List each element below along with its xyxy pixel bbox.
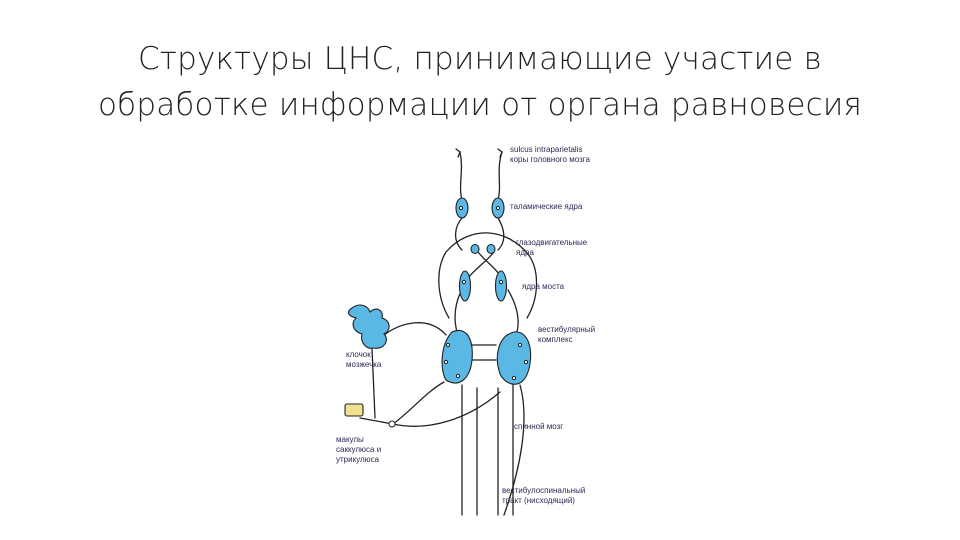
label-thalamic: таламические ядра [510, 202, 583, 211]
synapse [512, 376, 515, 379]
label-flocculus-1: клочок [346, 350, 371, 359]
synapse [496, 206, 499, 209]
maculae-afferent [360, 382, 444, 424]
synapse [462, 280, 465, 283]
label-vestibular-2: комплекс [538, 335, 573, 344]
synapse [389, 421, 395, 427]
label-flocculus-2: мозжечка [346, 360, 382, 369]
oculomotor-nucleus-left [471, 245, 479, 254]
flocculus-cerebellum [349, 305, 390, 348]
label-tract-2: тракт (нисходящий) [502, 496, 575, 505]
label-cortex-2: коры головного мозга [510, 155, 590, 164]
label-maculae-1: макулы [336, 435, 364, 444]
pons-nucleus-left [460, 271, 471, 301]
path-right-to-cortex [498, 152, 502, 200]
label-cortex-1: sulcus intraparietalis [510, 145, 582, 154]
label-oculomotor-1: глазодвигательные [516, 238, 588, 247]
maculae-afferent-right [393, 392, 500, 426]
synapse [518, 343, 521, 346]
label-oculomotor-2: ядра [516, 248, 534, 257]
label-maculae-3: утрикулюса [336, 455, 380, 464]
macula-receptor [345, 404, 363, 416]
synapse [459, 206, 462, 209]
synapse [499, 280, 502, 283]
oculomotor-nucleus-right [487, 245, 495, 254]
pons-nucleus-right [496, 271, 507, 301]
label-spinal: спинной мозг [514, 422, 563, 431]
label-maculae-2: саккулюса и [336, 445, 381, 454]
flocculus-descending [372, 348, 375, 418]
synapse [456, 374, 459, 377]
path-right-to-pons [508, 290, 518, 335]
path-left-to-thalamus [456, 218, 462, 250]
label-pons: ядра моста [522, 282, 565, 291]
label-tract-1: вестибулоспинальный [502, 486, 585, 495]
synapse [446, 343, 449, 346]
synapse [444, 360, 447, 363]
path-left-to-cortex [460, 152, 462, 200]
cortex-arrow-left [456, 149, 460, 157]
label-vestibular-1: вестибулярный [538, 325, 595, 334]
synapse [524, 360, 527, 363]
